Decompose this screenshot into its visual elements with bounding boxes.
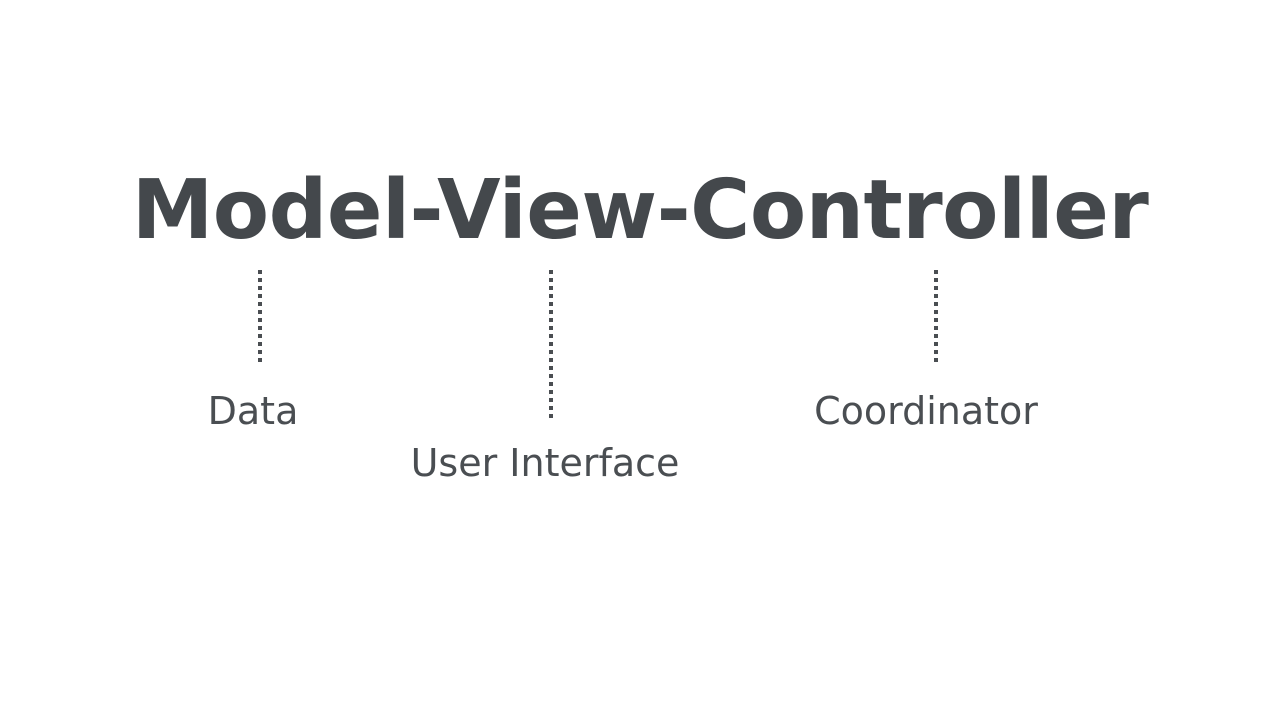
label-view-user-interface: User Interface	[410, 441, 680, 485]
view-connector-line	[549, 270, 553, 418]
model-connector-line	[258, 270, 262, 366]
label-model-data: Data	[207, 389, 299, 433]
page-title: Model-View-Controller	[131, 163, 1149, 258]
controller-connector-line	[934, 270, 938, 366]
label-controller-coordinator: Coordinator	[814, 389, 1038, 433]
